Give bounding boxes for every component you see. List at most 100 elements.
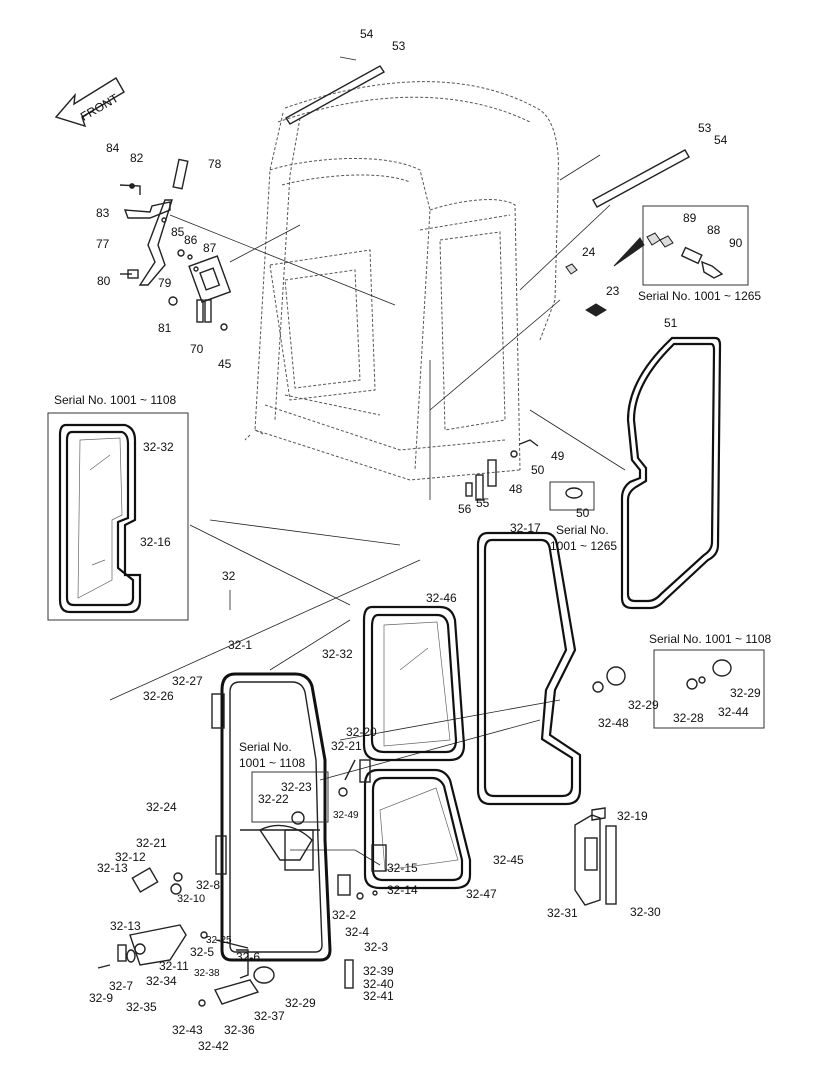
part-label: 32-32 <box>143 440 174 454</box>
part-label: 32-49 <box>333 810 359 821</box>
upper-door-seal-32-46 <box>362 605 466 762</box>
part-label: 32-44 <box>718 705 749 719</box>
door-32-1 <box>211 672 332 962</box>
part-label: 32-1 <box>228 638 252 652</box>
part-label: 32-24 <box>146 800 177 814</box>
assembly-lines <box>109 154 626 866</box>
part-label: 32-34 <box>146 974 177 988</box>
part-label: 32-19 <box>617 809 648 823</box>
serial-notes: Serial No. 1001 ~ 1265 Serial No. 1001 ~… <box>54 289 772 770</box>
part-label: 77 <box>96 237 110 251</box>
part-label: 80 <box>97 274 111 288</box>
part-label: 78 <box>208 157 222 171</box>
part-label: 32-15 <box>387 861 418 875</box>
window-seal-51 <box>620 336 722 610</box>
part-label: 32-46 <box>426 591 457 605</box>
part-label: 32-30 <box>630 905 661 919</box>
part-label: 32-2 <box>332 908 356 922</box>
part-label: 55 <box>476 496 490 510</box>
cab-frame <box>244 81 559 481</box>
serial-note-right-box: Serial No. 1001 ~ 1108 <box>649 632 772 646</box>
part-label: 32-21 <box>331 739 362 753</box>
part-label: 32-8 <box>196 878 220 892</box>
part-label: 90 <box>729 236 743 250</box>
part-label: 85 <box>171 225 185 239</box>
part-label: 32-37 <box>254 1009 285 1023</box>
part-label: 32-41 <box>363 989 394 1003</box>
part-label: 32-11 <box>159 959 189 973</box>
part-label: 32-42 <box>198 1039 229 1053</box>
serial-note-left-box: Serial No. 1001 ~ 1108 <box>54 393 177 407</box>
serial-note-door-line1: Serial No. <box>239 740 292 754</box>
part-label: 48 <box>509 482 523 496</box>
part-label: 88 <box>707 223 721 237</box>
part-label: 81 <box>158 321 172 335</box>
part-label: 32-23 <box>281 780 312 794</box>
part-label: 32-28 <box>673 711 704 725</box>
part-label: 32-9 <box>89 991 113 1005</box>
part-label: 32-25 <box>206 935 232 946</box>
part-label: 32-36 <box>224 1023 255 1037</box>
seal-strip-53-top <box>284 56 690 208</box>
part-label: 51 <box>664 316 678 330</box>
serial-note-door-line2: 1001 ~ 1108 <box>239 756 306 770</box>
lock-parts-box <box>613 205 749 286</box>
part-label: 32 <box>222 569 236 583</box>
part-label: 32-47 <box>466 887 497 901</box>
part-label: 83 <box>96 206 110 220</box>
part-label: 32-29 <box>628 698 659 712</box>
latch-bracket-assembly <box>119 158 232 331</box>
part-label: 32-48 <box>598 716 629 730</box>
serial-note-top-right: Serial No. 1001 ~ 1265 <box>638 289 761 303</box>
part-label: 32-14 <box>387 883 418 897</box>
part-label: 32-27 <box>172 674 203 688</box>
part-label: 32-4 <box>345 925 369 939</box>
part-label: 70 <box>190 342 204 356</box>
part-label: 82 <box>130 151 144 165</box>
knob-parts-box <box>592 649 765 729</box>
serial-note-middle-line1: Serial No. <box>556 523 609 537</box>
tall-seal-32-17 <box>476 531 582 806</box>
part-label: 79 <box>158 276 172 290</box>
part-label: 32-29 <box>730 686 761 700</box>
front-arrow: FRONT <box>54 77 125 128</box>
part-label: 32-7 <box>109 979 133 993</box>
lower-door-seal-32-47 <box>363 768 472 890</box>
part-label: 49 <box>551 449 565 463</box>
part-label: 32-16 <box>140 535 171 549</box>
part-label: 56 <box>458 502 472 516</box>
left-window-box <box>47 412 189 621</box>
part-label: 32-5 <box>190 945 214 959</box>
serial-note-middle-line2: 1001 ~ 1265 <box>550 539 617 553</box>
part-label: 32-31 <box>547 906 578 920</box>
hinge-hardware <box>465 439 595 511</box>
part-label: 32-3 <box>364 940 388 954</box>
part-label: 32-39 <box>363 964 394 978</box>
part-label: 53 <box>392 39 406 53</box>
part-label: 32-32 <box>322 647 353 661</box>
part-label: 32-40 <box>363 977 394 991</box>
part-label: 45 <box>218 357 232 371</box>
part-label: 32-12 <box>115 850 146 864</box>
part-label: 54 <box>714 133 728 147</box>
part-label: 32-13 <box>110 919 141 933</box>
part-label: 54 <box>360 27 374 41</box>
part-label: 53 <box>698 121 712 135</box>
door-small-hardware <box>337 759 387 900</box>
part-label: 89 <box>683 211 697 225</box>
part-label: 84 <box>106 141 120 155</box>
part-label: 32-17 <box>510 521 541 535</box>
part-label: 87 <box>203 241 217 255</box>
part-label: 32-10 <box>177 893 205 905</box>
part-label: 32-6 <box>236 950 260 964</box>
bolt-24-23 <box>565 263 607 317</box>
part-label: 32-13 <box>97 861 128 875</box>
part-label: 32-20 <box>346 725 377 739</box>
part-label: 32-22 <box>258 792 289 806</box>
part-label: 32-26 <box>143 689 174 703</box>
part-label: 50 <box>576 506 590 520</box>
part-label: 32-29 <box>285 996 316 1010</box>
part-label: 86 <box>184 233 198 247</box>
part-label: 32-43 <box>172 1023 203 1037</box>
part-label: 24 <box>582 245 596 259</box>
